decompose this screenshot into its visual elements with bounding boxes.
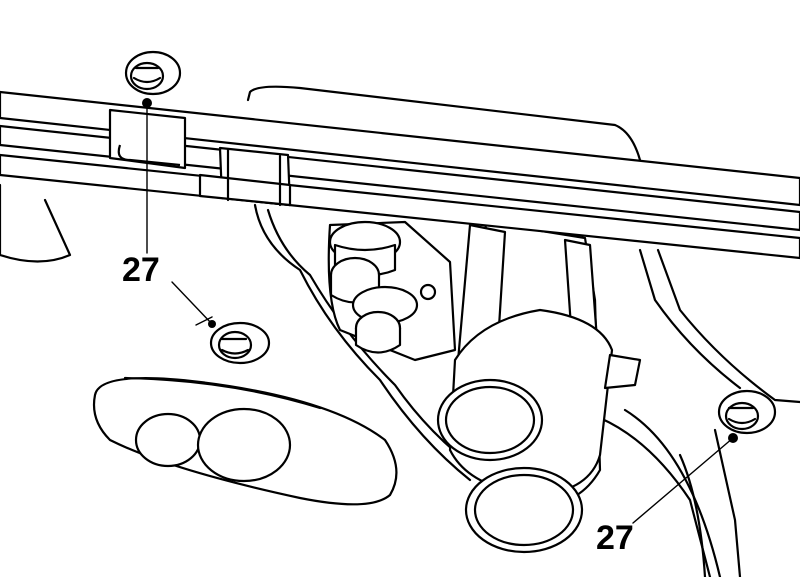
oval-recess — [92, 376, 398, 506]
leader-lines — [142, 98, 738, 524]
hole-right — [196, 407, 292, 483]
mounting-bracket — [327, 220, 457, 362]
bolt-right — [717, 389, 777, 435]
callout-label: 27 — [122, 251, 160, 289]
cylinder-pair — [436, 220, 642, 554]
body-panel — [0, 85, 800, 577]
callout-label: 27 — [596, 519, 634, 557]
leader-dot — [208, 320, 216, 328]
rod-assembly — [0, 90, 800, 260]
bolt-top — [124, 50, 182, 96]
leader-dot — [728, 433, 738, 443]
bolt-middle — [195, 316, 271, 365]
hole-left — [134, 412, 202, 468]
